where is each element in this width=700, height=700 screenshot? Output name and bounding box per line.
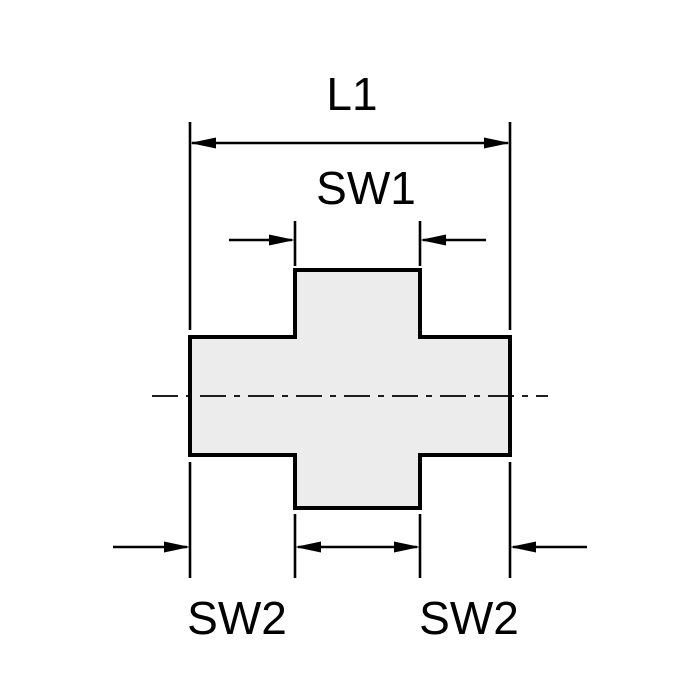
arrowhead-sw2-middle-left xyxy=(295,541,321,553)
label-l1: L1 xyxy=(326,68,377,120)
arrowhead-sw2-right-outer xyxy=(510,541,536,553)
part-cross-section xyxy=(188,268,512,510)
arrowhead-sw2-middle-right xyxy=(394,541,420,553)
label-sw2-left: SW2 xyxy=(187,592,287,644)
arrowhead-sw1-right xyxy=(420,234,446,246)
label-sw1: SW1 xyxy=(316,162,416,214)
arrowhead-sw2-left-outer xyxy=(164,541,190,553)
arrowhead-sw1-left xyxy=(269,234,295,246)
label-sw2-right: SW2 xyxy=(419,592,519,644)
arrowhead-l1-right xyxy=(484,137,510,149)
arrowhead-l1-left xyxy=(190,137,216,149)
